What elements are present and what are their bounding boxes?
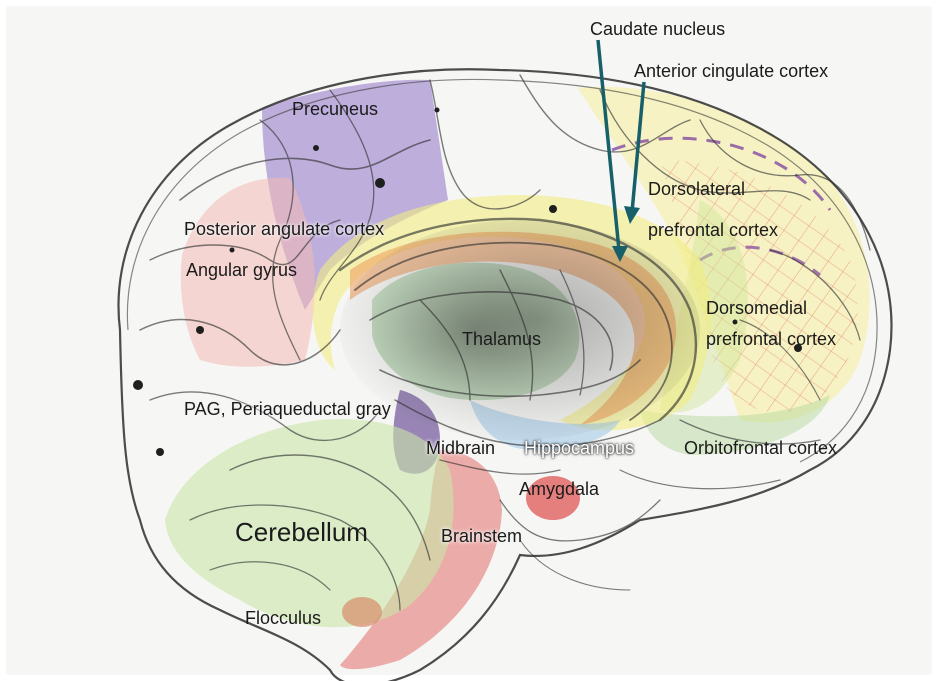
label-orbitofrontal-cortex: Orbitofrontal cortex bbox=[684, 437, 837, 459]
label-dorsolateral-line2: prefrontal cortex bbox=[648, 219, 778, 241]
label-brainstem: Brainstem bbox=[441, 525, 522, 547]
label-dorsomedial-line2: prefrontal cortex bbox=[706, 328, 836, 350]
label-angular-gyrus: Angular gyrus bbox=[186, 259, 297, 281]
label-precuneus: Precuneus bbox=[292, 98, 378, 120]
label-cerebellum: Cerebellum bbox=[235, 517, 368, 547]
label-thalamus: Thalamus bbox=[462, 328, 541, 350]
label-midbrain: Midbrain bbox=[426, 437, 495, 459]
label-caudate-nucleus: Caudate nucleus bbox=[590, 18, 725, 40]
flocculus-region bbox=[342, 597, 382, 627]
label-dorsolateral-line1: Dorsolateral bbox=[648, 178, 745, 200]
label-posterior-angulate-cortex: Posterior angulate cortex bbox=[184, 218, 384, 240]
label-flocculus: Flocculus bbox=[245, 607, 321, 629]
label-pag: PAG, Periaqueductal gray bbox=[184, 398, 391, 420]
label-dorsomedial-line1: Dorsomedial bbox=[706, 297, 807, 319]
label-hippocampus: Hippocampus bbox=[524, 437, 634, 459]
label-anterior-cingulate-cortex: Anterior cingulate cortex bbox=[634, 60, 828, 82]
label-amygdala: Amygdala bbox=[519, 478, 599, 500]
